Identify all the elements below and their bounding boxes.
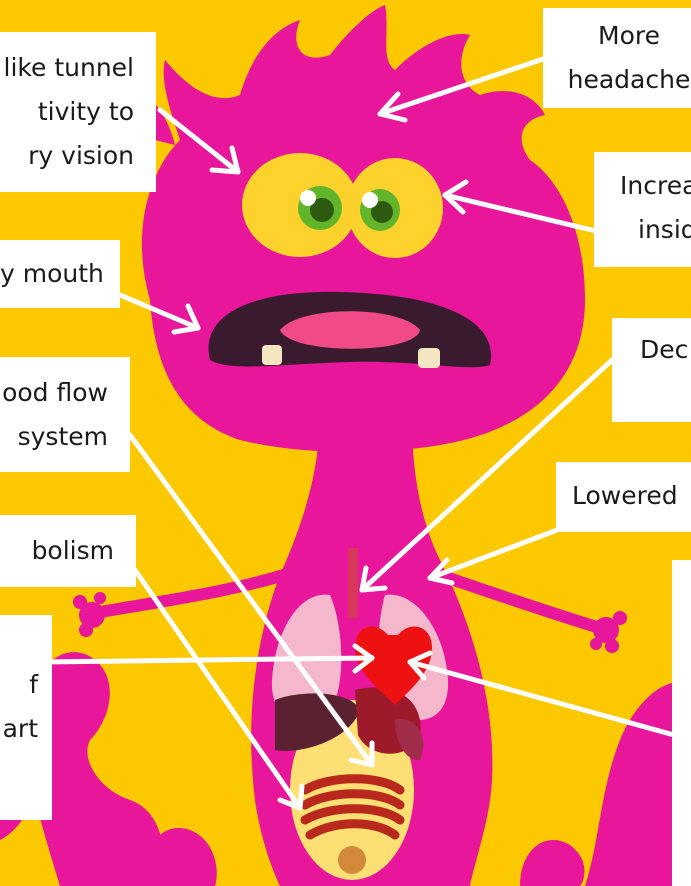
metabolism-label: bolism [0,515,136,587]
heart-label: f art [0,615,52,820]
heart-line-2: art [0,707,38,751]
decreased-line-1: Dec [640,328,691,372]
dry-mouth-line-1: y mouth [0,252,98,296]
trachea [348,548,358,618]
bladder [338,846,366,874]
eye-pressure-line-2: insid [620,208,691,252]
right-eye [347,158,443,258]
metabolism-line-1: bolism [0,529,114,573]
tunnel-vision-line-1: like tunnel [0,46,134,90]
tunnel-vision-line-2: tivity to [0,90,134,134]
eye-pressure-line-1: Increa [620,164,691,208]
tunnel-vision-line-3: ry vision [0,134,134,178]
lowered-line-1: Lowered [572,474,691,518]
right-bottom-label [672,560,691,886]
eye-pressure-label: Increa insid [594,152,691,267]
dry-mouth-label: y mouth [0,240,120,308]
tunnel-vision-label: like tunnel tivity to ry vision [0,32,156,192]
blood-flow-label: ood flow system [0,357,130,472]
heart-line-1: f [0,663,38,707]
blood-flow-line-1: ood flow [0,371,108,415]
left-eye [242,153,358,257]
lowered-label: Lowered [556,462,691,532]
decreased-label: Dec [612,318,691,422]
headaches-line-2: headache [567,58,691,102]
blood-flow-line-2: system [0,415,108,459]
headaches-label: More headache [543,8,691,108]
headaches-line-1: More [567,14,691,58]
